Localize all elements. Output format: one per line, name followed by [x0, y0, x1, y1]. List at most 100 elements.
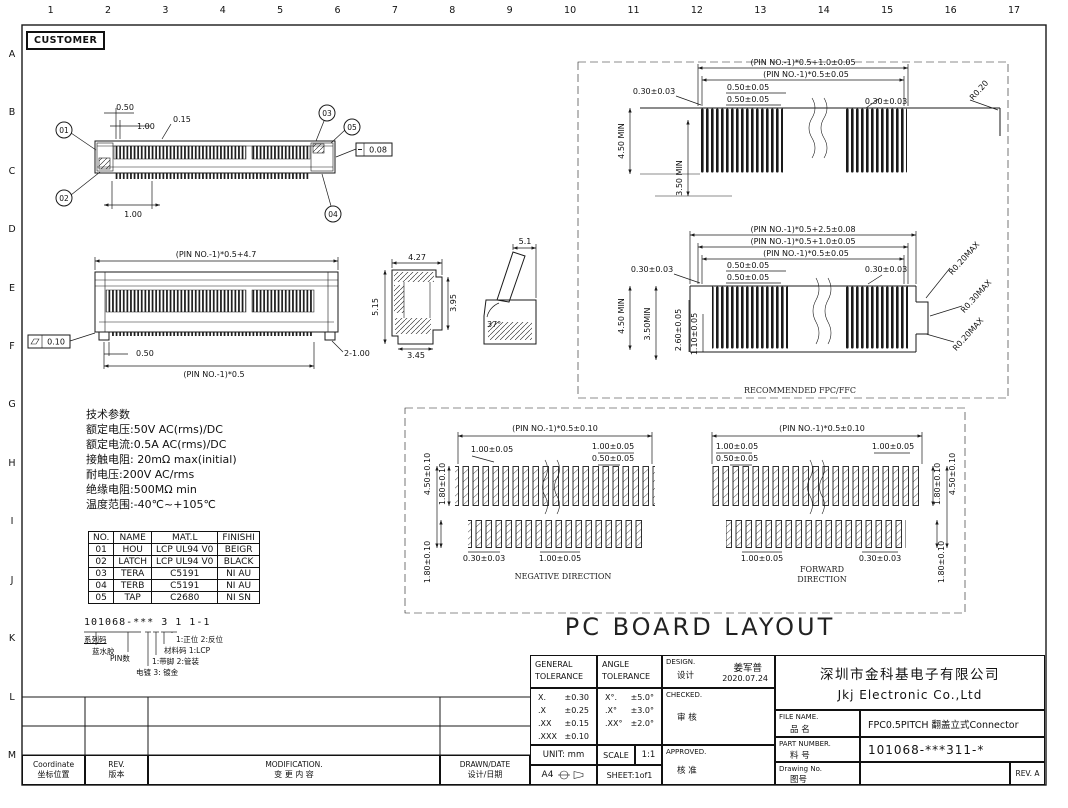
dim-0-50-a: 0.50±0.05 — [727, 83, 769, 92]
neg-dim-100-bottom: 1.00±0.05 — [539, 554, 581, 563]
fwd-dim-100-right: 1.00±0.05 — [872, 442, 914, 451]
parts-cell: LCP UL94 V0 — [151, 543, 219, 556]
col-ref: 11 — [627, 5, 640, 16]
row-ref: G — [8, 399, 16, 411]
parts-cell: NI SN — [217, 591, 260, 604]
table-row: 01 HOU LCP UL94 V0 BEIGR — [87, 543, 260, 556]
fwd-dim-100-left: 1.00±0.05 — [716, 442, 758, 451]
neg-dim-450: 4.50±0.10 — [423, 453, 432, 495]
parts-cell: LATCH — [113, 555, 153, 568]
parts-cell: 02 — [87, 555, 115, 568]
parts-cell: NI AU — [217, 567, 260, 580]
tol-val: ±0.30 — [564, 693, 589, 702]
parts-cell: C5191 — [151, 567, 219, 580]
fwd-dim-030-bottom: 0.30±0.03 — [859, 554, 901, 563]
neg-dim-100-right: 1.00±0.05 — [592, 442, 634, 451]
dim-0-50-a2: 0.50±0.05 — [727, 261, 769, 270]
dim-pitch: (PIN NO.-1)*0.5 — [183, 370, 244, 379]
scale-label-cell: SCALE — [597, 745, 635, 765]
designer-name: 姜军普 — [733, 663, 762, 674]
row-ref: C — [8, 165, 16, 177]
revision-strip: Coordinate 坐标位置 REV. 版本 MODIFICATION. 变 … — [22, 755, 530, 785]
dim-3-50-min: 3.50 MIN — [675, 160, 684, 196]
dim-3-50-min2: 3.50MIN — [643, 307, 652, 340]
tol-key: .X — [538, 706, 547, 715]
pc-board-layout: (PIN NO.-1)*0.5±0.10 1.00±0.05 1.00±0.05… — [404, 407, 966, 614]
drawing-no-label-cell: Drawing No. 图号 — [775, 762, 860, 785]
file-name-value-cell: FPC0.5PITCH 翻盖立式Connector — [860, 710, 1045, 737]
drawing-no-value-cell — [860, 762, 1010, 785]
table-row: 05 TAP C2680 NI SN — [87, 591, 260, 604]
modification-label-en: MODIFICATION. — [265, 759, 323, 769]
front-view: (PIN NO.-1)*0.5+4.7 0.10 0.50 — [27, 250, 370, 379]
modification-label-cn: 变 更 内 容 — [274, 769, 314, 779]
revision-cell: REV. A — [1010, 762, 1045, 785]
checked-cell: CHECKED. 审 核 — [662, 688, 775, 745]
neg-dim-030-bottom: 0.30±0.03 — [463, 554, 505, 563]
tech-params-line: 额定电压:50V AC(rms)/DC — [86, 423, 223, 436]
col-ref: 4 — [219, 5, 226, 16]
dim-3-45: 3.45 — [407, 351, 425, 360]
general-tolerance-header: GENERAL TOLERANCE — [530, 655, 597, 688]
parts-cell: 05 — [87, 591, 115, 604]
part-code-leaders — [84, 631, 177, 666]
top-view: 0.50 1.00 0.15 01 02 03 05 04 0.08 — [55, 103, 393, 223]
checked-label: CHECKED. — [666, 691, 703, 699]
neg-dim-180-top: 1.80±0.10 — [438, 463, 447, 505]
radius-r020: R0.20 — [968, 79, 990, 102]
table-header-row: NO. NAME MAT.L FINISHI — [87, 531, 260, 544]
dim-total-1: (PIN NO.-1)*0.5+1.0±0.05 — [750, 58, 855, 67]
dim-4-27: 4.27 — [408, 253, 426, 262]
tech-params-line: 接触电阻: 20mΩ max(initial) — [86, 453, 237, 466]
parts-cell: HOU — [113, 543, 153, 556]
part-code-material-label: 材料码 1:LCP — [164, 646, 211, 655]
row-ref: H — [8, 457, 16, 469]
scale-value: 1:1 — [641, 750, 656, 760]
part-code-packing-label: 1:带脚 2:管装 — [152, 657, 199, 666]
balloon-03: 03 — [322, 109, 332, 118]
dim-0-30-left2: 0.30±0.03 — [631, 265, 673, 274]
dim-1-00-top: 1.00 — [137, 122, 155, 131]
col-ref: 7 — [391, 5, 398, 16]
tol-val: ±0.25 — [564, 706, 589, 715]
dim-0-30-right: 0.30±0.03 — [865, 97, 907, 106]
dim-pitch-1: (PIN NO.-1)*0.5±0.05 — [763, 70, 849, 79]
tol-val: ±3.0° — [630, 706, 654, 715]
flatness-value: 0.10 — [47, 338, 65, 347]
negative-direction-caption: NEGATIVE DIRECTION — [515, 572, 612, 581]
balloon-05: 05 — [347, 123, 357, 132]
design-date: 2020.07.24 — [722, 674, 768, 683]
balloon-04: 04 — [328, 210, 338, 219]
parts-cell: 04 — [87, 579, 115, 592]
parts-header: NO. — [87, 531, 115, 544]
table-row: 02 LATCH LCP UL94 V0 BLACK — [87, 555, 260, 568]
row-ref: F — [9, 340, 15, 352]
tol-val: ±0.10 — [564, 732, 589, 741]
sheet-cell: SHEET:1of1 — [597, 765, 662, 785]
recommended-fpc-layouts: (PIN NO.-1)*0.5+1.0±0.05 (PIN NO.-1)*0.5… — [577, 58, 1009, 399]
part-code-glue-label: 蓝水胶 — [92, 647, 115, 656]
fwd-dim-100-bottom: 1.00±0.05 — [741, 554, 783, 563]
approved-label: APPROVED. — [666, 748, 707, 756]
dim-5-1: 5.1 — [519, 237, 532, 246]
tech-params-line: 温度范围:-40℃~+105℃ — [86, 498, 216, 511]
coordinate-label-en: Coordinate — [32, 759, 75, 769]
parts-cell: LCP UL94 V0 — [151, 555, 219, 568]
design-label: DESIGN. — [666, 658, 696, 666]
file-name-label-cell: FILE NAME. 品 名 — [775, 710, 860, 737]
tol-val: ±5.0° — [630, 693, 654, 702]
part-number-value: 101068-***311-* — [868, 742, 985, 757]
parts-table: NO. NAME MAT.L FINISHI 01 HOU LCP UL94 V… — [87, 531, 260, 604]
dim-total-25: (PIN NO.-1)*0.5+2.5±0.08 — [750, 225, 855, 234]
row-ref: D — [8, 224, 16, 236]
neg-dim-050-right: 0.50±0.05 — [592, 454, 634, 463]
column-references: 1 2 3 4 5 6 7 8 9 10 11 12 13 14 15 16 1… — [22, 5, 1046, 16]
neg-dim-100-left: 1.00±0.05 — [471, 445, 513, 454]
open-cover-view: 5.1 37° — [483, 237, 537, 345]
row-ref: I — [10, 516, 14, 528]
parts-cell: C5191 — [151, 579, 219, 592]
projection-symbol-icon — [558, 770, 584, 780]
design-label-cn: 设计 — [677, 671, 695, 681]
angle-tolerance-line2: TOLERANCE — [602, 672, 651, 681]
tol-key: .X° — [605, 706, 618, 715]
